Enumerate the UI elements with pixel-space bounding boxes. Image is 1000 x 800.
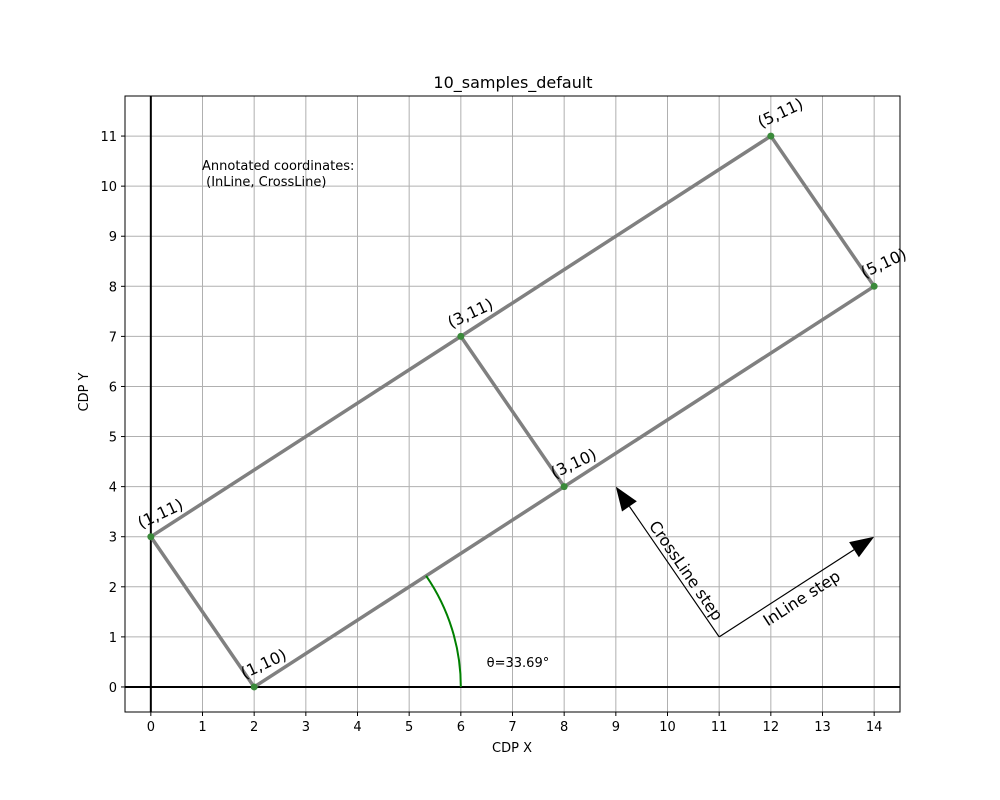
annotation-note-line: Annotated coordinates: bbox=[202, 159, 354, 174]
x-tick-label: 12 bbox=[763, 720, 780, 735]
step-arrow-head bbox=[849, 536, 875, 558]
step-arrow-shaft bbox=[718, 549, 855, 638]
grid bbox=[125, 96, 900, 712]
y-tick-label: 11 bbox=[100, 130, 117, 145]
annotation-note: Annotated coordinates: (InLine, CrossLin… bbox=[202, 159, 354, 190]
data-points bbox=[147, 132, 878, 691]
data-point bbox=[457, 332, 465, 340]
y-tick-label: 4 bbox=[109, 481, 117, 496]
data-point bbox=[147, 533, 155, 541]
annotation-note-line: (InLine, CrossLine) bbox=[202, 175, 326, 190]
x-tick-label: 8 bbox=[560, 720, 568, 735]
x-tick-label: 6 bbox=[457, 720, 465, 735]
x-axis-label: CDP X bbox=[492, 741, 532, 756]
y-tick-label: 3 bbox=[109, 531, 117, 546]
x-tick-label: 10 bbox=[659, 720, 676, 735]
y-tick-label: 0 bbox=[109, 681, 117, 696]
x-tick-label: 7 bbox=[508, 720, 516, 735]
outline-segment bbox=[149, 534, 256, 689]
y-tick-label: 7 bbox=[109, 330, 117, 345]
outline-segment bbox=[459, 334, 566, 489]
x-tick-label: 0 bbox=[147, 720, 155, 735]
x-tick-label: 5 bbox=[405, 720, 413, 735]
data-point bbox=[560, 483, 568, 491]
y-tick-label: 2 bbox=[109, 581, 117, 596]
y-tick-label: 6 bbox=[109, 380, 117, 395]
data-point bbox=[767, 132, 775, 140]
x-tick-label: 2 bbox=[250, 720, 258, 735]
step-arrow-shaft bbox=[628, 506, 720, 638]
data-point bbox=[250, 683, 258, 691]
y-axis-label: CDP Y bbox=[77, 372, 92, 411]
x-tick-label: 11 bbox=[711, 720, 728, 735]
data-point bbox=[870, 282, 878, 290]
angle-arc bbox=[425, 575, 462, 687]
plot-frame bbox=[124, 95, 901, 713]
step-arrow-head bbox=[615, 486, 637, 512]
x-tick-label: 3 bbox=[302, 720, 310, 735]
x-tick-label: 4 bbox=[353, 720, 361, 735]
y-tick-label: 10 bbox=[100, 180, 117, 195]
outline-segment bbox=[769, 134, 876, 289]
chart-title: 10_samples_default bbox=[433, 73, 592, 93]
y-tick-label: 1 bbox=[109, 631, 117, 646]
y-tick-label: 8 bbox=[109, 280, 117, 295]
y-tick-label: 5 bbox=[109, 431, 117, 446]
x-tick-label: 1 bbox=[198, 720, 206, 735]
x-tick-label: 14 bbox=[866, 720, 883, 735]
x-tick-label: 9 bbox=[612, 720, 620, 735]
angle-label: θ=33.69° bbox=[487, 656, 550, 671]
x-tick-label: 13 bbox=[814, 720, 831, 735]
angle-annotation: θ=33.69° bbox=[425, 575, 550, 687]
y-tick-label: 9 bbox=[109, 230, 117, 245]
